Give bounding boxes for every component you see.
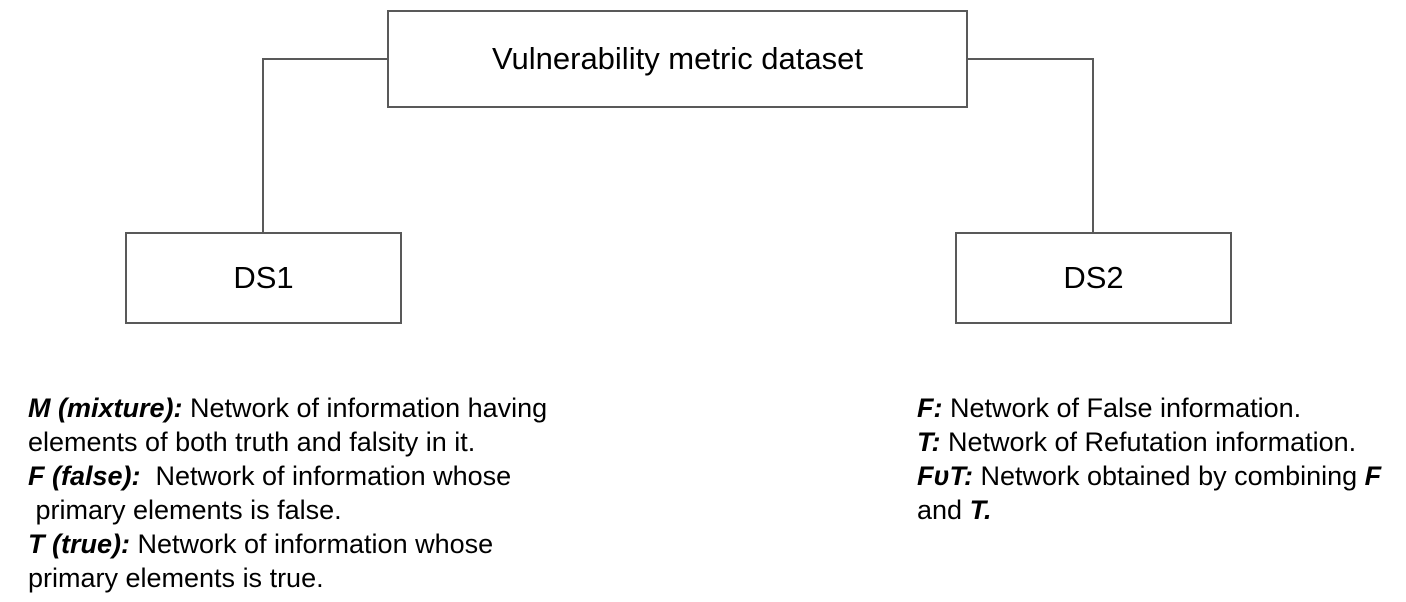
note-line: F: Network of False information.: [917, 391, 1406, 425]
note-line: T (true): Network of information whose: [28, 527, 648, 561]
node-vulnerability-metric-dataset: Vulnerability metric dataset: [387, 10, 968, 108]
note-text: Network of information whose: [129, 529, 494, 559]
note-text: Network of Refutation information.: [940, 427, 1357, 457]
ds1-legend-text: M (mixture): Network of information havi…: [28, 391, 648, 595]
note-line: elements of both truth and falsity in it…: [28, 425, 648, 459]
connector-left-horizontal: [262, 58, 387, 60]
node-ds1: DS1: [125, 232, 402, 324]
note-line: F (false): Network of information whose: [28, 459, 648, 493]
note-text: and: [917, 495, 970, 525]
note-term: T:: [917, 427, 941, 457]
root-node-label: Vulnerability metric dataset: [491, 41, 864, 76]
note-term: FυT:: [917, 461, 973, 491]
node-ds2: DS2: [955, 232, 1232, 324]
note-text: Network of False information.: [942, 393, 1302, 423]
note-text: Network obtained by combining: [972, 461, 1365, 491]
note-text: primary elements is true.: [28, 563, 324, 593]
note-text: elements of both truth and falsity in it…: [28, 427, 476, 457]
note-line: FυT: Network obtained by combining F: [917, 459, 1406, 493]
note-line: primary elements is true.: [28, 561, 648, 595]
note-text: Network of information having: [182, 393, 548, 423]
ds2-node-label: DS2: [1063, 260, 1124, 295]
ds1-node-label: DS1: [233, 260, 294, 295]
note-term: M (mixture):: [28, 393, 183, 423]
note-term: F: [1364, 461, 1382, 491]
note-line: T: Network of Refutation information.: [917, 425, 1406, 459]
connector-left-vertical: [262, 58, 264, 232]
connector-right-vertical: [1092, 58, 1094, 232]
note-line: and T.: [917, 493, 1406, 527]
note-term: T (true):: [28, 529, 130, 559]
note-term: F (false):: [28, 461, 141, 491]
note-line: M (mixture): Network of information havi…: [28, 391, 648, 425]
note-text: primary elements is false.: [28, 495, 342, 525]
connector-right-horizontal: [968, 58, 1094, 60]
ds2-legend-text: F: Network of False information.T: Netwo…: [917, 391, 1406, 527]
note-term: F:: [917, 393, 943, 423]
note-text: Network of information whose: [140, 461, 512, 491]
note-line: primary elements is false.: [28, 493, 648, 527]
note-term: T.: [969, 495, 992, 525]
